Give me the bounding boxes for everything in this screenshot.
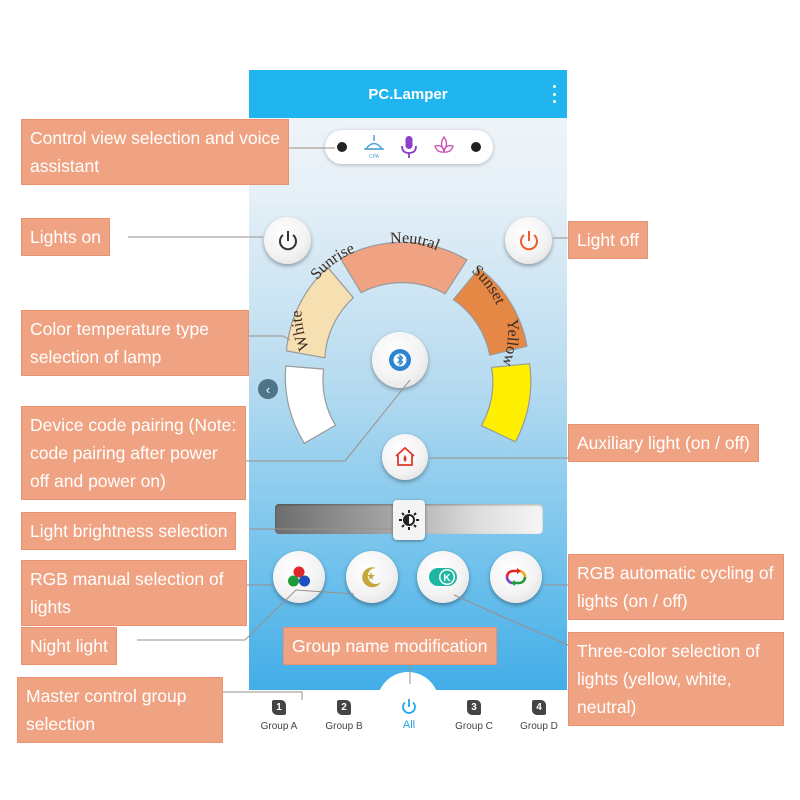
callout-brightness: Light brightness selection	[21, 512, 237, 550]
prev-dot[interactable]	[337, 142, 347, 152]
tab-label: Group B	[325, 721, 363, 732]
tab-group-c[interactable]: 3 Group C	[444, 700, 504, 732]
k-toggle-icon: K	[429, 568, 457, 586]
app-title: PC.Lamper	[368, 85, 448, 103]
microphone-icon[interactable]	[397, 134, 421, 160]
device-pairing-button[interactable]	[372, 332, 428, 388]
power-on-icon	[278, 230, 297, 250]
callout-control-view: Control view selection and voice assista…	[21, 119, 289, 185]
rgb-cycle-button[interactable]	[490, 551, 542, 603]
tab-group-a[interactable]: 1 Group A	[249, 700, 309, 732]
segment-yellow[interactable]	[480, 363, 532, 443]
lamp-caption: CPA	[369, 154, 380, 160]
lights-on-button[interactable]	[264, 217, 311, 264]
tab-label: All	[402, 719, 416, 731]
segment-sunrise[interactable]	[285, 266, 355, 359]
light-off-button[interactable]	[505, 217, 552, 264]
tab-label: Group C	[455, 721, 493, 732]
house-light-icon	[395, 446, 415, 466]
view-selector: CPA	[325, 130, 493, 164]
segment-neutral[interactable]	[339, 241, 468, 295]
sun-icon	[399, 510, 419, 530]
callout-lights-on: Lights on	[21, 218, 111, 256]
segment-white[interactable]	[284, 365, 337, 445]
callout-rgb-auto: RGB automatic cycling of lights (on / of…	[568, 554, 784, 620]
auxiliary-light-button[interactable]	[382, 434, 428, 480]
rgb-cycle-icon	[505, 568, 527, 586]
callout-light-off: Light off	[568, 221, 648, 259]
lamp-icon[interactable]: CPA	[362, 134, 386, 160]
callout-rgb-manual: RGB manual selection of lights	[21, 560, 247, 626]
callout-auxiliary: Auxiliary light (on / off)	[568, 424, 759, 462]
next-dot[interactable]	[471, 142, 481, 152]
tab-number: 2	[337, 700, 351, 715]
app-bar: PC.Lamper	[249, 70, 567, 118]
tab-label: Group A	[260, 721, 298, 732]
scroll-left-icon[interactable]: ‹	[258, 379, 278, 399]
callout-master-group: Master control group selection	[17, 677, 223, 743]
flower-icon[interactable]	[432, 134, 456, 160]
power-off-icon	[519, 230, 538, 250]
more-menu-icon[interactable]	[551, 85, 557, 103]
callout-color-temp: Color temperature type selection of lamp	[21, 310, 249, 376]
brightness-slider-thumb[interactable]	[393, 500, 425, 540]
night-light-button[interactable]	[346, 551, 398, 603]
segment-sunset[interactable]	[452, 267, 528, 356]
rgb-manual-button[interactable]	[273, 551, 325, 603]
rgb-dots-icon	[288, 566, 310, 587]
bluetooth-gear-icon	[389, 349, 411, 371]
callout-group-name: Group name modification	[283, 627, 497, 665]
tab-all[interactable]: All	[379, 698, 439, 731]
callout-night-light: Night light	[21, 627, 117, 665]
tab-number: 4	[532, 700, 546, 715]
moon-star-icon	[362, 567, 381, 588]
tab-number: 3	[467, 700, 481, 715]
tab-group-d[interactable]: 4 Group D	[509, 700, 567, 732]
svg-text:K: K	[443, 573, 451, 584]
callout-three-color: Three-color selection of lights (yellow,…	[568, 632, 784, 726]
callout-device-pairing: Device code pairing (Note: code pairing …	[21, 406, 246, 500]
tab-number: 1	[272, 700, 286, 715]
tab-group-b[interactable]: 2 Group B	[314, 700, 374, 732]
three-color-button[interactable]: K	[417, 551, 469, 603]
tab-label: Group D	[520, 721, 558, 732]
power-icon	[402, 699, 416, 714]
phone-screen: PC.Lamper CPA	[249, 70, 567, 746]
